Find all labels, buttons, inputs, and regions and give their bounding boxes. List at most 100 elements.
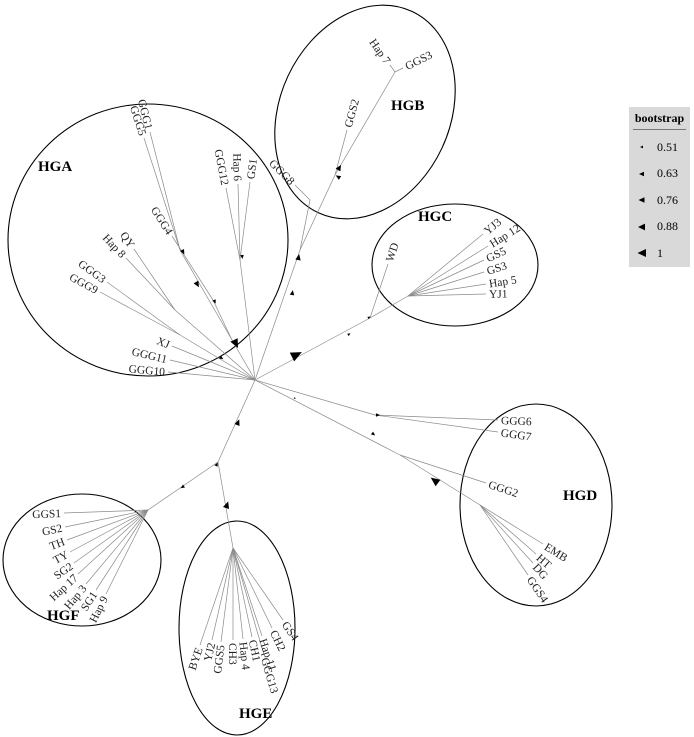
branch-line <box>179 334 256 381</box>
branch-line <box>99 291 181 336</box>
group-label-hgf: HGF <box>47 608 80 624</box>
bootstrap-marker <box>370 431 376 436</box>
bootstrap-marker <box>230 338 239 349</box>
cluster-ellipse-hgc <box>371 203 539 327</box>
branch-line <box>407 283 487 297</box>
taxon-label: Hap 6 <box>230 153 243 181</box>
bootstrap-marker-icon <box>633 221 651 233</box>
legend-title: bootstrap <box>633 111 686 130</box>
legend-value: 0.76 <box>657 192 678 207</box>
legend-row: 0.88 <box>633 214 686 241</box>
taxon-label: CH3 <box>226 643 238 665</box>
group-label-hgd: HGD <box>563 488 597 504</box>
taxon-label: GS3 <box>485 260 508 278</box>
taxon-label: GGG12 <box>212 148 231 186</box>
branch-line <box>294 184 311 201</box>
branch-line <box>171 345 256 381</box>
branch-line <box>66 509 149 541</box>
group-label-hgc: HGC <box>418 209 452 225</box>
branch-line <box>64 509 149 528</box>
branch-line <box>63 509 149 514</box>
cluster-ellipse-hgf <box>2 493 162 627</box>
branch-line <box>399 454 487 484</box>
taxon-label: YJ2 <box>202 642 218 663</box>
branch-line <box>374 414 499 433</box>
bootstrap-marker <box>289 352 302 362</box>
branch-line <box>105 509 149 595</box>
bootstrap-marker <box>234 419 240 427</box>
branch-line <box>237 183 241 261</box>
taxon-label: XJ <box>155 335 172 351</box>
bootstrap-marker <box>180 484 185 489</box>
taxon-label: GGG7 <box>500 427 532 443</box>
branch-line <box>369 295 409 319</box>
branch-line <box>143 137 181 251</box>
legend-row: 0.63 <box>633 161 686 188</box>
cluster-ellipse-hgb <box>274 4 456 220</box>
taxon-label: GGG10 <box>128 363 166 378</box>
branch-line <box>69 509 149 553</box>
branch-line <box>407 245 489 297</box>
branch-line <box>369 263 389 319</box>
bootstrap-marker <box>367 316 371 320</box>
branch-line <box>407 271 485 297</box>
bootstrap-marker-icon <box>633 194 651 206</box>
bootstrap-marker <box>193 280 199 288</box>
bootstrap-marker <box>335 175 342 180</box>
taxon-label: CH1 <box>246 639 262 663</box>
bootstrap-marker <box>219 355 224 360</box>
bootstrap-marker <box>293 397 296 399</box>
bootstrap-marker <box>335 164 342 172</box>
branch-line <box>149 131 181 251</box>
branch-line <box>106 281 181 336</box>
bootstrap-legend: bootstrap 0.51 0.63 0.76 0.88 1 <box>629 107 690 267</box>
bootstrap-marker <box>347 333 351 337</box>
branch-line <box>389 64 396 73</box>
legend-row: 1 <box>633 240 686 267</box>
bootstrap-marker <box>212 299 216 304</box>
branch-line <box>85 509 149 585</box>
branch-line <box>77 509 149 575</box>
legend-value: 0.63 <box>657 166 678 181</box>
branch-line <box>217 379 256 463</box>
taxon-label: Hap 7 <box>366 37 392 67</box>
branch-line <box>232 547 244 640</box>
branch-line <box>232 547 253 638</box>
branch-line <box>169 359 256 381</box>
branch-line <box>479 504 537 555</box>
taxon-label: Hap 5 <box>488 274 518 290</box>
bootstrap-marker <box>295 254 301 261</box>
taxon-label: TH <box>48 536 67 553</box>
branch-line <box>239 259 256 381</box>
branch-line <box>479 504 529 576</box>
branch-line <box>174 309 256 381</box>
bootstrap-marker-icon <box>633 168 651 180</box>
branch-line <box>199 547 234 646</box>
branch-line <box>95 509 149 591</box>
branch-line <box>211 547 234 641</box>
branch-line <box>299 199 311 251</box>
branch-line <box>374 414 499 421</box>
taxon-label: GGS5 <box>212 644 228 674</box>
branch-line <box>179 249 233 341</box>
branch-line <box>125 257 176 311</box>
taxon-label: GGG8 <box>266 158 296 188</box>
taxon-label: Hap 4 <box>236 641 251 670</box>
branch-line <box>232 547 273 629</box>
taxon-label: GGS1 <box>32 508 61 521</box>
branch-line <box>231 339 256 381</box>
taxon-label: GGG6 <box>501 415 532 428</box>
branch-line <box>239 181 251 261</box>
legend-value: 0.88 <box>657 219 678 234</box>
branch-line <box>407 293 487 297</box>
bootstrap-marker <box>375 413 380 417</box>
legend-value: 1 <box>657 245 663 260</box>
cluster-ellipse-hgd <box>459 403 613 607</box>
taxon-label: YJ1 <box>489 288 508 300</box>
branch-line <box>334 129 348 176</box>
branch-line <box>479 504 544 545</box>
branch-line <box>394 67 404 73</box>
legend-row: 0.51 <box>633 134 686 161</box>
bootstrap-marker <box>214 462 218 467</box>
